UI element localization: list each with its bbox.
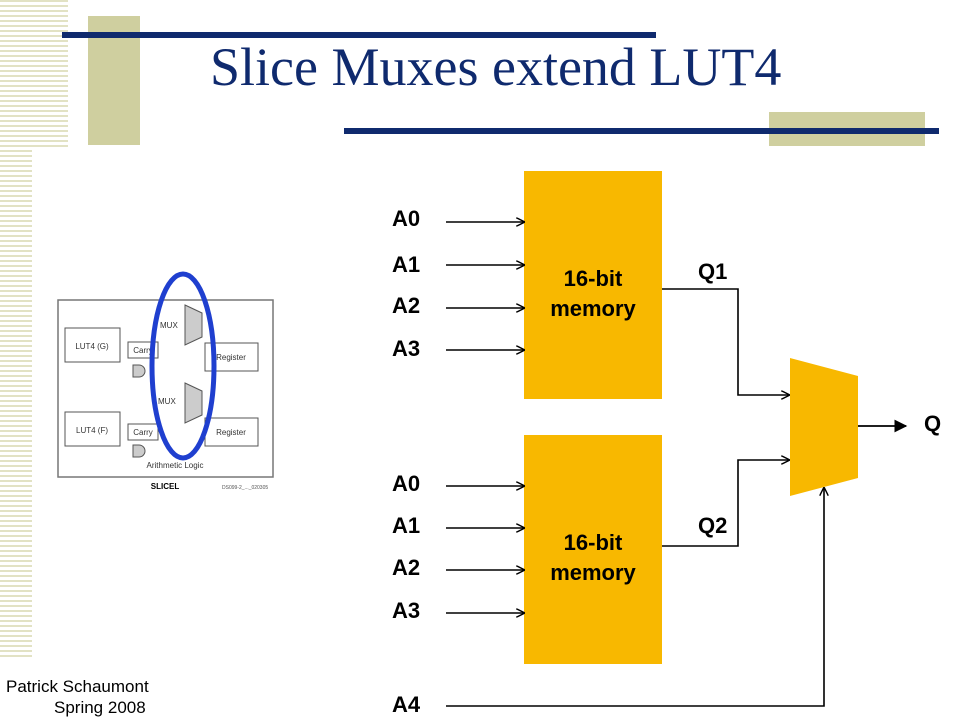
memory-block-top [524,171,662,399]
output-mux [790,358,858,496]
mux-label-bottom: MUX [158,397,176,406]
highlight-ellipse [149,271,217,461]
lut-g-box [64,327,121,363]
memory-bottom-line1: 16-bit [564,530,623,555]
gate-bottom-icon [132,444,146,458]
memory-bottom-line2: memory [550,560,636,585]
carry-box-bottom [127,423,159,441]
output-q1-label: Q1 [698,259,727,284]
title-rule-bottom [344,128,939,134]
input-bottom-a1: A1 [392,513,420,538]
left-stripe-decoration [0,0,32,660]
title-rule-top [62,32,656,38]
lut-g-label: LUT4 (G) [75,342,109,351]
lut-f-label: LUT4 (F) [76,426,108,435]
register-label-top: Register [216,353,246,362]
footer-date: Spring 2008 [54,698,146,717]
gate-top-icon [132,364,146,378]
memory-top-line1: 16-bit [564,266,623,291]
slice-diagram: LUT4 (G) LUT4 (F) Carry Carry Register R… [57,271,274,491]
input-top-a3: A3 [392,336,420,361]
select-a4-label: A4 [392,692,421,717]
footer: Patrick Schaumont Spring 2008 [6,676,149,718]
footer-author: Patrick Schaumont [6,677,149,696]
mux-shape-top [184,304,203,346]
input-bottom-a0: A0 [392,471,420,496]
mux-label-top: MUX [160,321,178,330]
input-top-a0: A0 [392,206,420,231]
wire-q1 [662,288,789,395]
slide-title: Slice Muxes extend LUT4 [210,37,782,97]
input-top-a1: A1 [392,252,420,277]
register-label-bottom: Register [216,428,246,437]
slice-caption: SLICEL [151,482,180,491]
output-q2-label: Q2 [698,513,727,538]
arith-label: Arithmetic Logic [147,461,204,470]
input-bottom-a3: A3 [392,598,420,623]
memory-block-bottom [524,435,662,664]
lut-f-box [64,411,121,447]
mux-shape-bottom [184,382,203,424]
mux-diagram: 16-bit memory A0 A1 A2 A3 16-bit memory … [392,171,941,717]
output-q-label: Q [924,411,941,436]
carry-label-top: Carry [133,346,153,355]
wire-q2 [662,460,789,547]
slice-ref: DS099-2_..._020305 [222,485,268,491]
input-bottom-a2: A2 [392,555,420,580]
memory-top-line2: memory [550,296,636,321]
input-top-a2: A2 [392,293,420,318]
wire-select-a4 [446,488,824,707]
register-box-bottom [204,417,259,447]
top-stripe-decoration [32,0,68,148]
carry-label-bottom: Carry [133,428,153,437]
